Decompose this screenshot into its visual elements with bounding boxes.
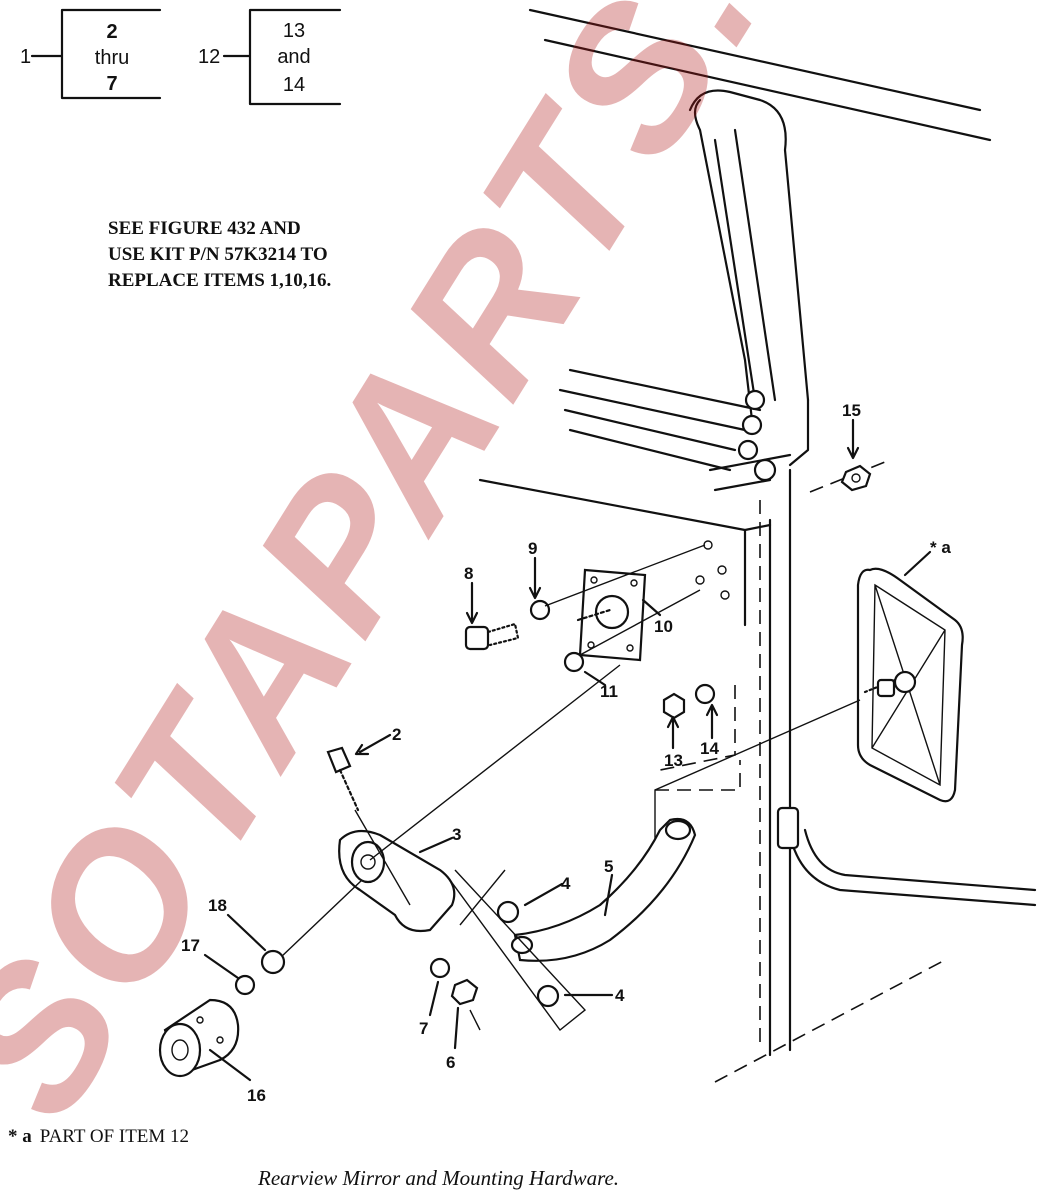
- svg-text:14: 14: [283, 74, 305, 96]
- washer-11: [563, 651, 585, 673]
- callout-2: 2: [392, 725, 401, 744]
- footnote: * a PART OF ITEM 12: [8, 1126, 189, 1148]
- washer-9: [529, 599, 551, 621]
- callout-labels: 15 * a 9 8 10 11 13 14 2 3 4 5 4 18 17 7…: [181, 401, 951, 1105]
- hinge-assembly: [708, 389, 792, 492]
- svg-text:13: 13: [283, 20, 305, 42]
- lockwasher-17: [234, 974, 256, 996]
- mounting-plate: [576, 568, 647, 662]
- callout-8: 8: [464, 564, 473, 583]
- svg-text:thru: thru: [95, 47, 129, 69]
- replacement-note: SEE FIGURE 432 AND USE KIT P/N 57K3214 T…: [108, 216, 331, 294]
- callout-15: 15: [842, 401, 861, 420]
- svg-text:2: 2: [106, 21, 117, 43]
- callout-leaders: [203, 418, 932, 1082]
- footnote-text: PART OF ITEM 12: [39, 1126, 190, 1147]
- callout-17: 17: [181, 936, 200, 955]
- note-line: REPLACE ITEMS 1,10,16.: [108, 270, 332, 291]
- svg-text:1: 1: [20, 46, 31, 68]
- bracket-item-1: 1 2 thru 7: [20, 8, 162, 100]
- note-line: USE KIT P/N 57K3214 TO: [108, 244, 328, 265]
- callout-10: 10: [654, 617, 673, 636]
- callout-3: 3: [452, 825, 461, 844]
- svg-text:7: 7: [106, 73, 117, 95]
- nut-15: [809, 459, 891, 493]
- washer-14: [694, 683, 716, 705]
- cab-door-outline: [478, 8, 1037, 1083]
- washer-4-top: [496, 900, 520, 924]
- mirror-arm: [510, 817, 697, 962]
- callout-16: 16: [247, 1086, 266, 1105]
- washer-7: [429, 957, 451, 979]
- washer-4-bottom: [536, 984, 560, 1008]
- rearview-mirror: [856, 567, 964, 803]
- nut-6: [450, 978, 479, 1006]
- note-line: SEE FIGURE 432 AND: [108, 218, 301, 239]
- bolt-8: [464, 622, 520, 651]
- callout-4-top: 4: [561, 874, 571, 893]
- svg-text:12: 12: [198, 46, 220, 68]
- washer-18: [260, 949, 286, 975]
- bracket-item-12: 12 13 and 14: [198, 8, 342, 106]
- nut-13: [662, 692, 686, 720]
- callout-13: 13: [664, 751, 683, 770]
- footnote-marker: * a: [8, 1126, 32, 1147]
- callout-5: 5: [604, 857, 613, 876]
- bolt-2: [326, 746, 411, 906]
- svg-text:and: and: [277, 46, 310, 68]
- callout-6: 6: [446, 1053, 455, 1072]
- callout-18: 18: [208, 896, 227, 915]
- callout-11: 11: [600, 682, 618, 701]
- figure-caption: Rearview Mirror and Mounting Hardware.: [258, 1166, 620, 1190]
- callout-7: 7: [419, 1019, 428, 1038]
- callout-4-bottom: 4: [615, 986, 625, 1005]
- callout-9: 9: [528, 539, 537, 558]
- callout-14: 14: [700, 739, 719, 758]
- callout-a: * a: [930, 538, 951, 557]
